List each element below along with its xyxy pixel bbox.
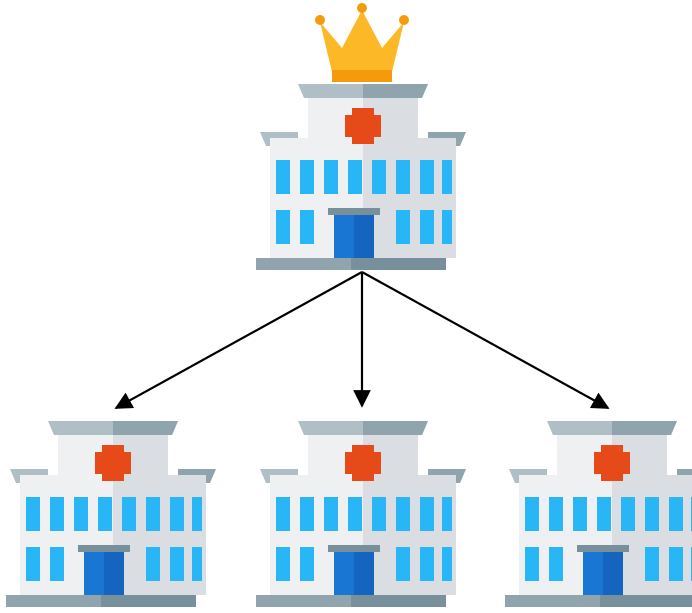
hospital-icon <box>6 421 216 607</box>
arrow-to-left-branch <box>114 271 363 409</box>
hospital-icon <box>256 84 466 270</box>
hospital-icon <box>256 421 466 607</box>
arrow-to-right-branch <box>361 271 610 409</box>
edges <box>114 271 610 409</box>
main-hospital <box>256 3 466 270</box>
hospital-icon <box>505 421 692 607</box>
branch-hospital-center <box>256 421 466 607</box>
branch-hospital-left <box>6 421 216 607</box>
branch-hospital-right <box>505 421 692 607</box>
crown-icon <box>315 3 409 82</box>
